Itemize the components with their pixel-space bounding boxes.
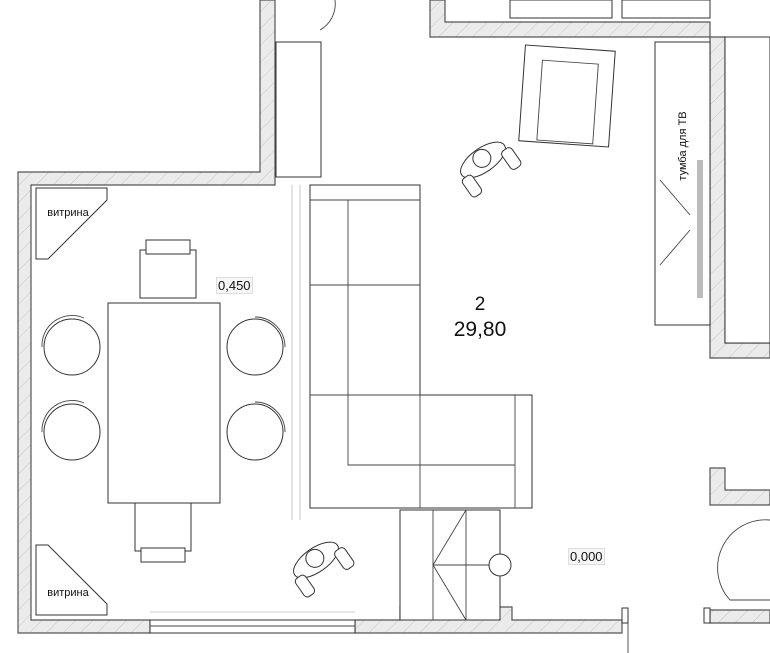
showcase-top [35, 187, 108, 260]
dining-table [107, 302, 221, 504]
armchair-dining-bottom [134, 502, 192, 563]
level-mark-living: 0,000 [568, 548, 605, 565]
door-swing-top [319, 0, 336, 31]
showcase-bottom-label: витрина [47, 587, 89, 599]
room-number: 2 [474, 294, 486, 315]
tv-stand-label: тумба для ТВ [677, 111, 689, 180]
showcase-top-label: витрина [47, 207, 89, 219]
armchair-dining-top [139, 239, 197, 299]
top-cabinet-2 [621, 0, 711, 19]
wall-cabinet [275, 41, 322, 178]
tv-stand [654, 41, 711, 326]
adjacent-room-outline [724, 36, 770, 344]
staircase [399, 509, 512, 621]
window [149, 611, 356, 634]
armchair-top [518, 44, 616, 148]
top-cabinet-1 [509, 0, 613, 19]
room-area: 29,80 [453, 318, 507, 341]
showcase-bottom [35, 544, 108, 616]
door-swing-right [717, 519, 770, 601]
level-mark-dining: 0,450 [216, 277, 253, 294]
dining-chairs [41, 315, 286, 461]
person-figure-top [460, 141, 522, 198]
corner-sofa [309, 184, 533, 509]
person-figure-bottom [293, 541, 355, 598]
